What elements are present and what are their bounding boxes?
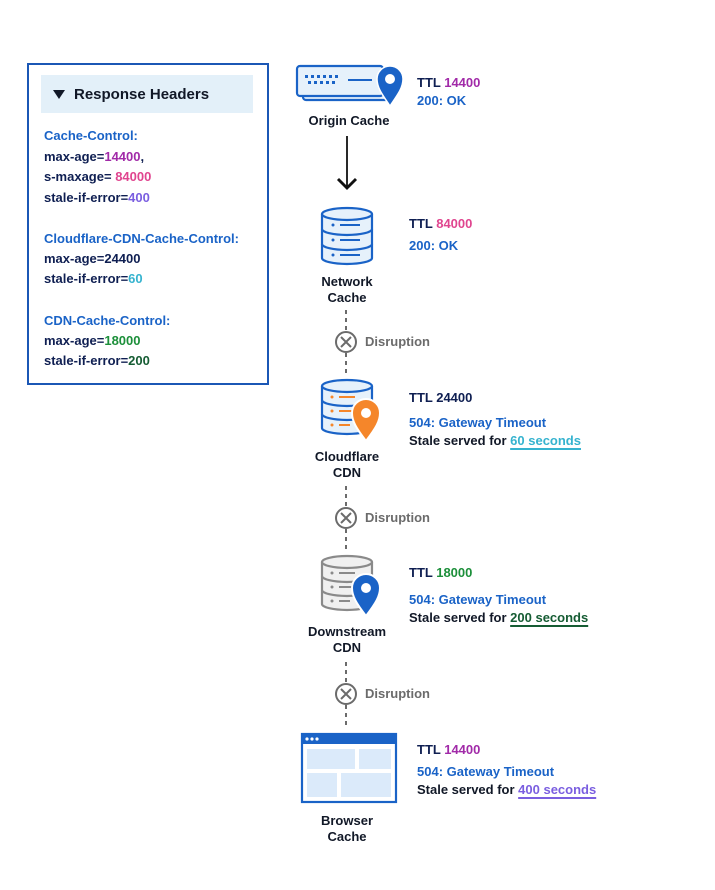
disruption-x-icon — [335, 683, 357, 705]
server-rack-icon — [295, 64, 391, 102]
status-text: 200: OK — [417, 93, 467, 108]
header-directive: s-maxage= 84000 — [44, 169, 152, 184]
location-pin-icon — [376, 65, 404, 108]
header-directive: stale-if-error=400 — [44, 190, 150, 205]
browser-window-icon — [300, 732, 398, 804]
status-text: 200: OK — [409, 238, 459, 253]
node-label-origin-cache: Origin Cache — [308, 113, 390, 128]
header-directive: max-age=14400, — [44, 149, 145, 164]
node-info-origin-cache: TTL 14400 200: OK — [417, 75, 481, 108]
node-info-downstream-cdn: TTL 18000 504: Gateway Timeout Stale ser… — [409, 565, 589, 625]
stale-duration: 200 seconds — [510, 610, 589, 625]
location-pin-icon — [350, 573, 382, 618]
header-name-cdn-cache-control: CDN-Cache-Control: — [44, 313, 171, 328]
location-pin-icon — [350, 398, 382, 443]
header-name-cloudflare-cdn-cache-control: Cloudflare-CDN-Cache-Control: — [44, 231, 239, 246]
triangle-down-icon — [53, 89, 65, 99]
disruption-x-icon — [335, 507, 357, 529]
stale-duration: 400 seconds — [518, 782, 597, 797]
node-info-browser-cache: TTL 14400 504: Gateway Timeout Stale ser… — [417, 742, 597, 797]
header-directive: stale-if-error=200 — [44, 353, 150, 368]
disruption-label: Disruption — [365, 334, 430, 349]
response-headers-toggle[interactable]: Response Headers — [41, 75, 253, 113]
status-text: 504: Gateway Timeout — [409, 415, 547, 430]
node-info-cloudflare-cdn: TTL 24400 504: Gateway Timeout Stale ser… — [409, 390, 581, 448]
status-text: 504: Gateway Timeout — [417, 764, 555, 779]
status-text: 504: Gateway Timeout — [409, 592, 547, 607]
response-headers-panel: Response Headers Cache-Control: max-age=… — [27, 63, 269, 385]
header-name-cache-control: Cache-Control: — [44, 128, 138, 143]
disruption-x-icon — [335, 331, 357, 353]
disruption-label: Disruption — [365, 686, 430, 701]
database-icon — [320, 206, 374, 266]
stale-duration: 60 seconds — [510, 433, 581, 448]
header-directive: max-age=18000 — [44, 333, 141, 348]
header-directive: stale-if-error=60 — [44, 271, 143, 286]
node-info-network-cache: TTL 84000 200: OK — [409, 216, 473, 253]
disruption-label: Disruption — [365, 510, 430, 525]
panel-title: Response Headers — [74, 85, 210, 103]
header-directive: max-age=24400 — [44, 251, 141, 266]
